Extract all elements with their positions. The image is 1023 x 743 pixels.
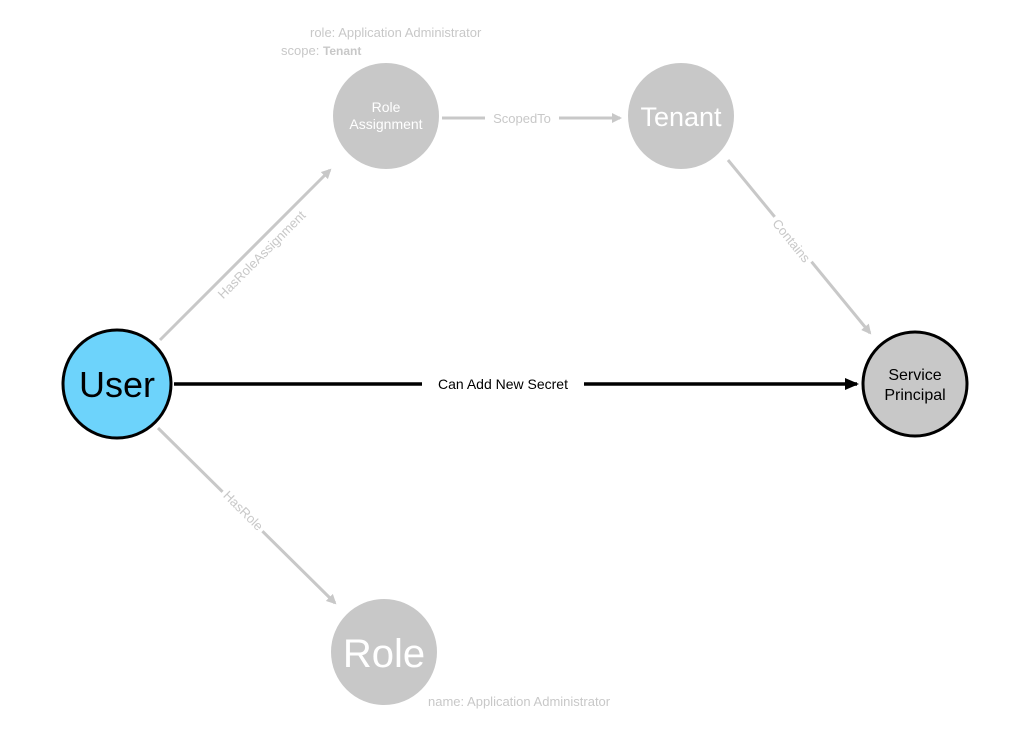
node-service-principal[interactable]: Service Principal xyxy=(861,330,969,438)
role-assignment-scope-property: scope: Tenant xyxy=(281,43,361,58)
edge-has-role-assignment[interactable]: HasRoleAssignment xyxy=(158,168,332,342)
role-assignment-role-value: Application Administrator xyxy=(338,25,482,40)
role-assignment-role-key: role: xyxy=(310,25,336,40)
role-assignment-scope-key: scope: xyxy=(281,43,320,58)
edge-contains[interactable]: Contains xyxy=(726,159,872,335)
node-user[interactable]: User xyxy=(61,328,173,440)
role-name-value: Application Administrator xyxy=(467,694,611,709)
edge-scoped-to[interactable]: ScopedTo xyxy=(442,110,622,126)
node-tenant[interactable]: Tenant xyxy=(628,63,734,169)
role-name-key: name: xyxy=(428,694,465,709)
edge-can-add-new-secret[interactable]: Can Add New Secret xyxy=(174,375,859,393)
node-role-assignment-label-line1: Role xyxy=(372,99,401,115)
edge-label-scoped-to: ScopedTo xyxy=(493,111,551,126)
role-assignment-scope-value: Tenant xyxy=(322,44,362,58)
node-user-label: User xyxy=(79,364,155,405)
edge-label-has-role-assignment: HasRoleAssignment xyxy=(215,207,309,301)
edge-label-contains: Contains xyxy=(769,216,813,266)
node-role[interactable]: Role xyxy=(331,599,437,705)
role-assignment-role-property: role: Application Administrator xyxy=(310,25,481,40)
node-role-label: Role xyxy=(343,632,425,676)
edge-has-role[interactable]: HasRole xyxy=(156,426,337,605)
role-name-property: name: Application Administrator xyxy=(428,694,610,709)
node-tenant-label: Tenant xyxy=(640,102,722,132)
node-role-assignment-label-line2: Assignment xyxy=(349,116,422,132)
node-service-principal-label-line1: Service xyxy=(888,367,941,384)
node-role-assignment[interactable]: Role Assignment xyxy=(333,63,439,169)
edge-label-has-role: HasRole xyxy=(220,488,266,534)
node-service-principal-label-line2: Principal xyxy=(884,387,945,404)
edge-label-can-add-new-secret: Can Add New Secret xyxy=(438,376,568,392)
